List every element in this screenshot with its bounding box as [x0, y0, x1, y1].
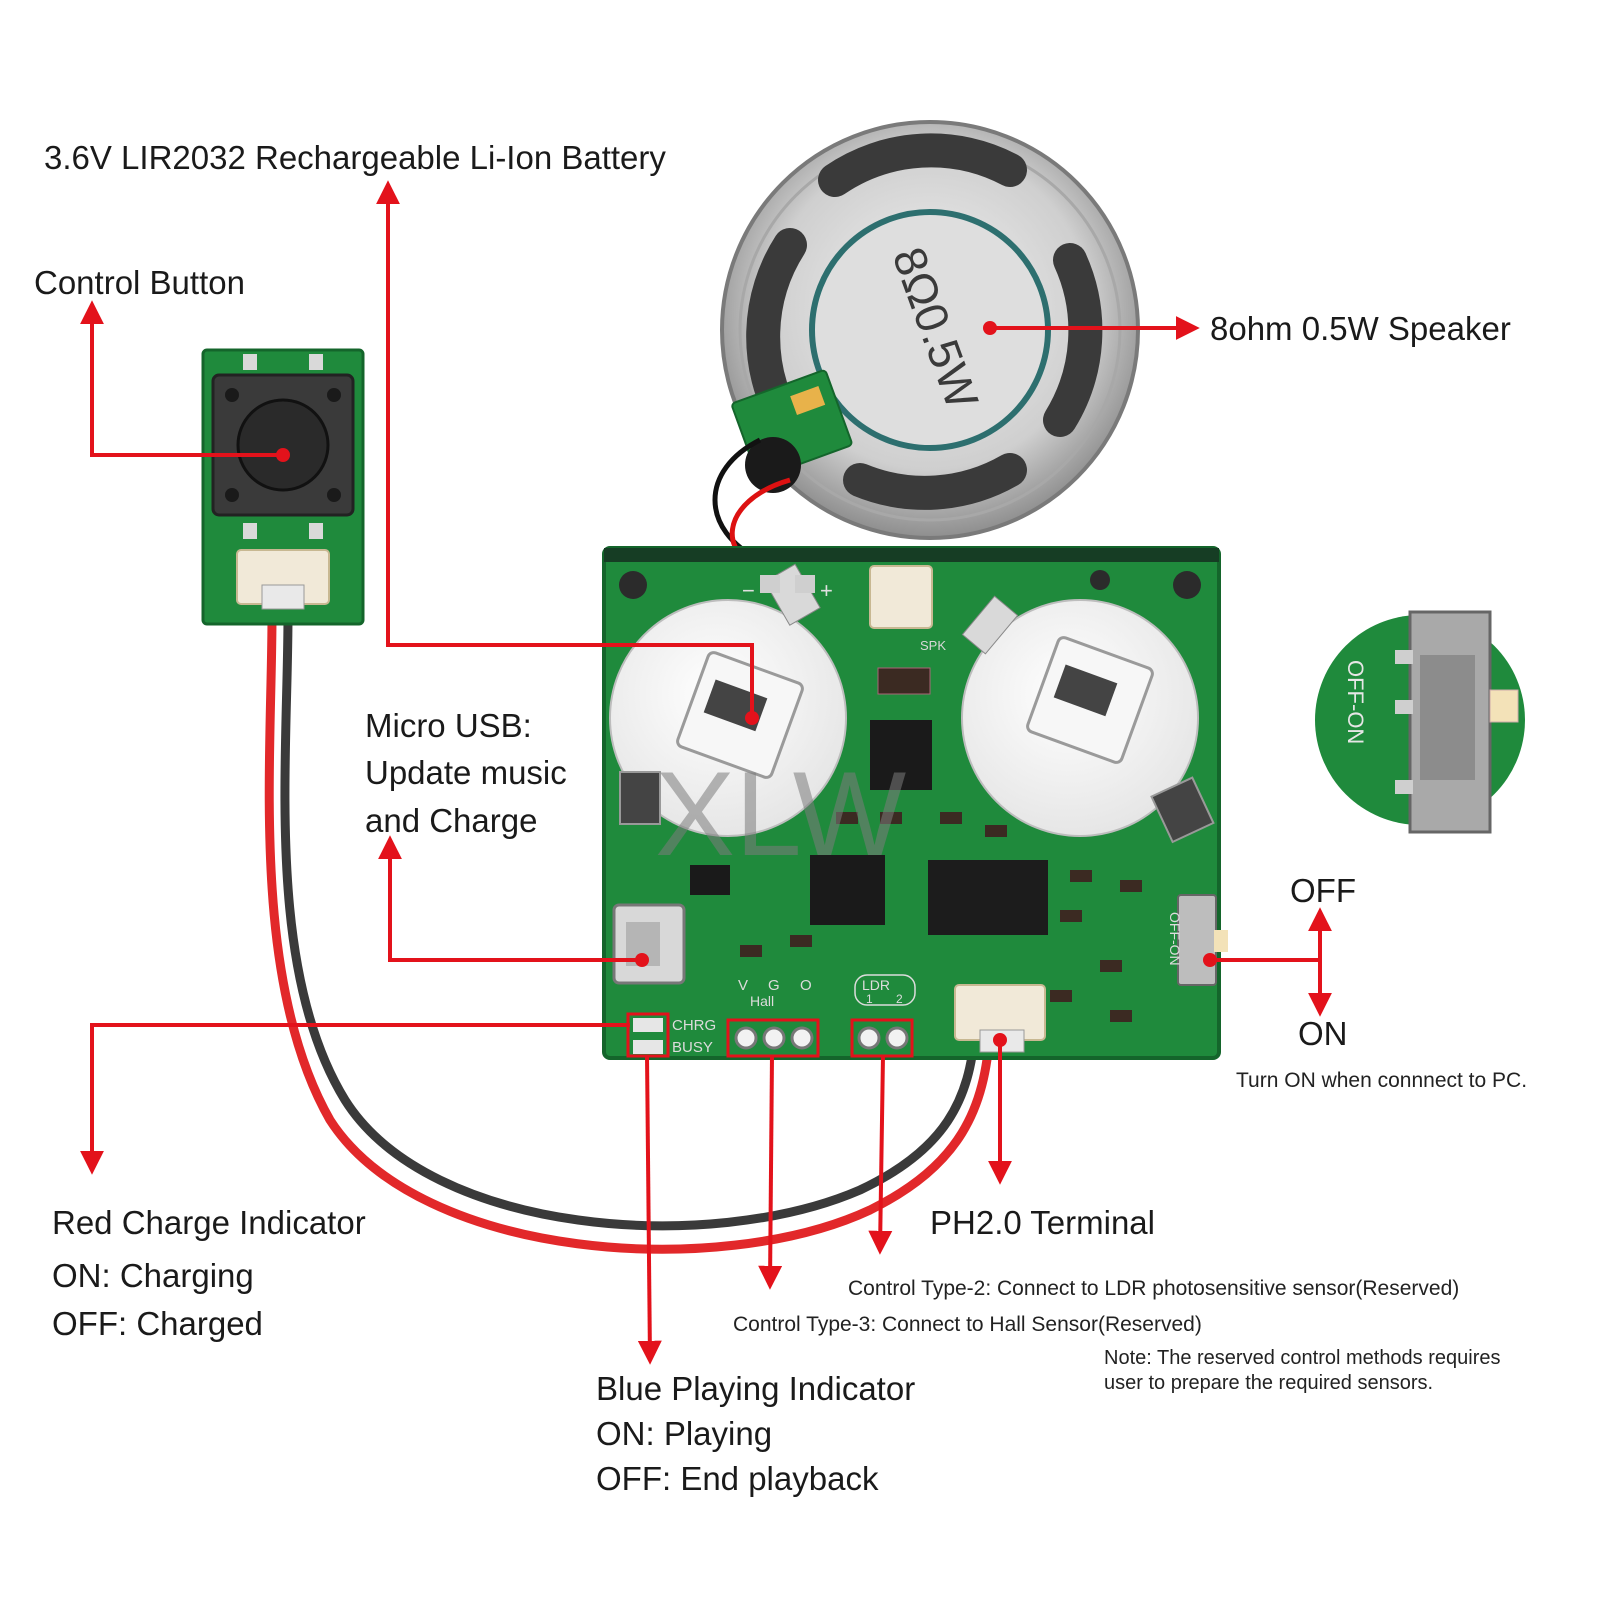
- leader-lines: [80, 180, 1332, 1365]
- watermark: XLW: [655, 747, 906, 881]
- arrow-micro-usb: [378, 835, 642, 962]
- speaker: 8Ω0.5W: [712, 120, 1140, 582]
- arrow-blue-playing: [637, 1054, 662, 1365]
- battery-plus: +: [820, 578, 833, 603]
- led-highlight-box: [626, 1012, 670, 1058]
- label-control-type-2: Control Type-2: Connect to LDR photosens…: [848, 1277, 1460, 1300]
- label-blue-title: Blue Playing Indicator: [596, 1370, 916, 1407]
- switch-zoom-inset: OFF-ON: [1315, 610, 1525, 834]
- arrow-control-button: [80, 300, 283, 457]
- label-red-charge-on: ON: Charging: [52, 1257, 254, 1294]
- chrg-label: CHRG: [672, 1017, 716, 1034]
- pin-g-label: G: [768, 977, 780, 994]
- label-speaker: 8ohm 0.5W Speaker: [1210, 310, 1511, 347]
- ldr-highlight-box: [850, 1018, 914, 1058]
- battery-minus: −: [742, 578, 755, 603]
- battery-holder-left: [609, 563, 847, 837]
- main-pcb: − + SPK OFF-ON CHRG: [602, 546, 1228, 1060]
- label-ph20: PH2.0 Terminal: [930, 1204, 1155, 1241]
- dot-ph20: [993, 1033, 1007, 1047]
- label-micro-usb-3: and Charge: [365, 802, 538, 839]
- label-blue-off: OFF: End playback: [596, 1460, 879, 1497]
- inset-switch-silkscreen: OFF-ON: [1343, 660, 1368, 744]
- label-note-1: Note: The reserved control methods requi…: [1104, 1347, 1501, 1369]
- amplifier-chip: [870, 720, 932, 790]
- label-micro-usb-1: Micro USB:: [365, 707, 532, 744]
- hall-highlight-box: [726, 1018, 820, 1058]
- label-off: OFF: [1290, 872, 1356, 909]
- dot-micro-usb: [635, 953, 649, 967]
- dot-control-button: [276, 448, 290, 462]
- dot-speaker: [983, 321, 997, 335]
- pin-o-label: O: [800, 977, 812, 994]
- ldr-label: LDR: [862, 977, 890, 993]
- dot-battery: [745, 711, 759, 725]
- dot-switch: [1203, 953, 1217, 967]
- pin-v-label: V: [738, 977, 748, 994]
- arrow-hall: [758, 1054, 783, 1290]
- switch-silkscreen: OFF-ON: [1167, 912, 1183, 966]
- arrow-red-charge: [80, 1023, 630, 1175]
- ldr-pin1-label: 1: [866, 992, 873, 1006]
- battery-holder-right: [961, 595, 1215, 844]
- label-red-charge-off: OFF: Charged: [52, 1305, 263, 1342]
- speaker-connector: [869, 565, 933, 629]
- label-battery: 3.6V LIR2032 Rechargeable Li-Ion Battery: [44, 139, 666, 176]
- label-control-button: Control Button: [34, 264, 245, 301]
- hall-label: Hall: [750, 993, 774, 1009]
- button-cable: [264, 614, 995, 1254]
- label-blue-on: ON: Playing: [596, 1415, 773, 1452]
- label-micro-usb-2: Update music: [365, 754, 567, 791]
- flash-chip: [810, 855, 885, 925]
- label-note-2: user to prepare the required sensors.: [1104, 1372, 1434, 1394]
- label-turn-on-note: Turn ON when connnect to PC.: [1236, 1069, 1528, 1092]
- control-button-module: [201, 348, 365, 626]
- busy-label: BUSY: [672, 1039, 713, 1056]
- label-red-charge-title: Red Charge Indicator: [52, 1204, 366, 1241]
- arrow-ldr: [868, 1054, 893, 1255]
- push-button: [236, 398, 330, 492]
- spk-label: SPK: [920, 638, 946, 653]
- label-control-type-3: Control Type-3: Connect to Hall Sensor(R…: [733, 1313, 1202, 1336]
- label-on: ON: [1298, 1015, 1348, 1052]
- ldr-pin2-label: 2: [896, 992, 903, 1006]
- controller-chip: [928, 860, 1048, 935]
- arrow-battery: [376, 180, 754, 718]
